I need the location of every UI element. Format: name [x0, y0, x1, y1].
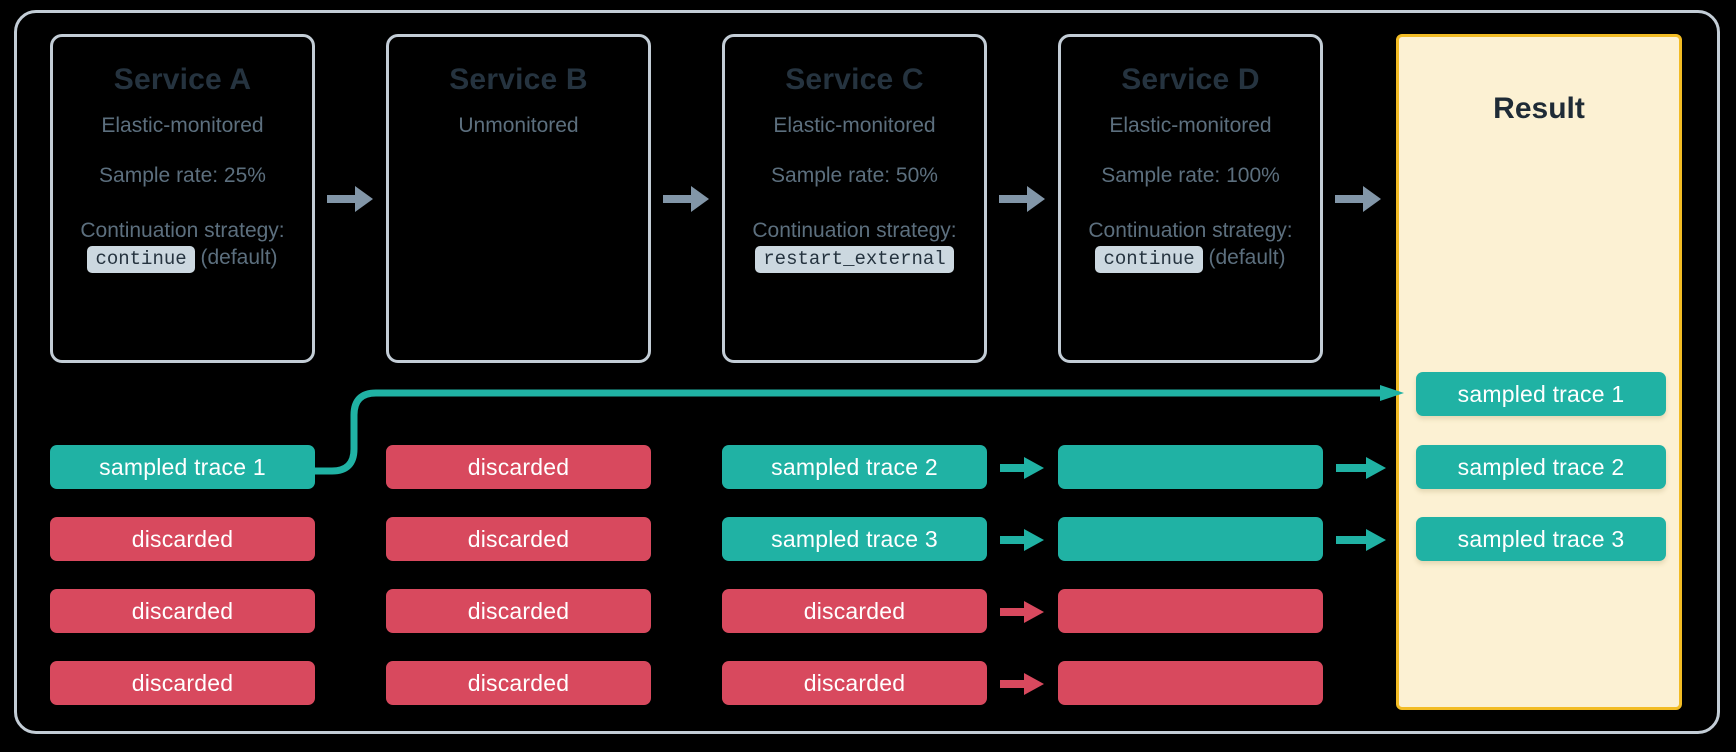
- flow-arrow-a-to-b: [327, 184, 375, 214]
- trace-bar: discarded: [386, 661, 651, 705]
- trace-bar: [1058, 661, 1323, 705]
- trace-arrow-d-to-result: [1336, 456, 1388, 480]
- continuation-strategy-code: restart_external: [755, 245, 954, 274]
- trace-bar: [1058, 445, 1323, 489]
- service-box-b: Service B Unmonitored: [386, 34, 651, 363]
- service-box-d: Service D Elastic-monitored Sample rate:…: [1058, 34, 1323, 363]
- service-continuation-strategy: Continuation strategy: continue (default…: [71, 218, 294, 274]
- continuation-strategy-label: Continuation strategy:: [80, 219, 285, 243]
- service-box-a: Service A Elastic-monitored Sample rate:…: [50, 34, 315, 363]
- continuation-strategy-code: continue: [87, 245, 195, 274]
- trace-label: discarded: [131, 525, 234, 552]
- trace-bar: sampled trace 1: [50, 445, 315, 489]
- service-monitoring: Elastic-monitored: [101, 114, 264, 137]
- result-trace-bar: sampled trace 1: [1416, 372, 1666, 416]
- trace-arrow-c-to-d: [1000, 672, 1046, 696]
- continuation-strategy-code: continue: [1095, 245, 1203, 274]
- sampled-trace-1-connector: [310, 385, 1420, 475]
- diagram-frame: [14, 10, 1720, 734]
- service-sample-rate: Sample rate: 50%: [771, 164, 938, 188]
- trace-bar: discarded: [386, 445, 651, 489]
- trace-arrow-c-to-d: [1000, 456, 1046, 480]
- result-trace-bar: sampled trace 3: [1416, 517, 1666, 561]
- trace-bar: sampled trace 2: [722, 445, 987, 489]
- trace-label: discarded: [467, 669, 570, 696]
- service-title: Service B: [449, 63, 588, 96]
- service-title: Service C: [785, 63, 924, 96]
- trace-label: discarded: [803, 597, 906, 624]
- trace-label: sampled trace 1: [99, 453, 266, 480]
- continuation-strategy-label: Continuation strategy:: [1088, 219, 1293, 243]
- trace-bar: discarded: [722, 661, 987, 705]
- service-title: Service D: [1121, 63, 1260, 96]
- service-continuation-strategy: Continuation strategy: continue (default…: [1079, 218, 1302, 274]
- trace-arrow-d-to-result: [1336, 528, 1388, 552]
- trace-bar: [1058, 517, 1323, 561]
- trace-label: sampled trace 3: [1457, 525, 1625, 552]
- trace-arrow-c-to-d: [1000, 528, 1046, 552]
- service-monitoring: Elastic-monitored: [1109, 114, 1272, 137]
- service-monitoring: Unmonitored: [458, 114, 579, 137]
- trace-label: sampled trace 3: [771, 525, 938, 552]
- trace-bar: sampled trace 3: [722, 517, 987, 561]
- flow-arrow-b-to-c: [663, 184, 711, 214]
- trace-bar: discarded: [386, 589, 651, 633]
- trace-label: discarded: [467, 453, 570, 480]
- flow-arrow-d-to-result: [1335, 184, 1383, 214]
- trace-bar: discarded: [50, 589, 315, 633]
- trace-bar: [1058, 589, 1323, 633]
- trace-label: discarded: [131, 669, 234, 696]
- trace-bar: discarded: [722, 589, 987, 633]
- continuation-strategy-label: Continuation strategy:: [752, 219, 957, 243]
- service-monitoring: Elastic-monitored: [773, 114, 936, 137]
- service-title: Service A: [113, 63, 252, 96]
- continuation-strategy-note: (default): [1208, 245, 1286, 269]
- trace-label: discarded: [131, 597, 234, 624]
- service-sample-rate: Sample rate: 25%: [99, 164, 266, 188]
- service-box-c: Service C Elastic-monitored Sample rate:…: [722, 34, 987, 363]
- continuation-strategy-note: (default): [200, 245, 278, 269]
- trace-label: sampled trace 1: [1457, 380, 1625, 407]
- trace-label: sampled trace 2: [771, 453, 938, 480]
- service-continuation-strategy: Continuation strategy: restart_external: [743, 218, 966, 274]
- trace-label: discarded: [467, 597, 570, 624]
- trace-label: discarded: [467, 525, 570, 552]
- trace-arrow-c-to-d: [1000, 600, 1046, 624]
- service-sample-rate: Sample rate: 100%: [1101, 164, 1280, 188]
- trace-label: sampled trace 2: [1457, 453, 1625, 480]
- trace-bar: discarded: [386, 517, 651, 561]
- trace-bar: discarded: [50, 517, 315, 561]
- result-trace-bar: sampled trace 2: [1416, 445, 1666, 489]
- flow-arrow-c-to-d: [999, 184, 1047, 214]
- result-title: Result: [1493, 92, 1585, 125]
- trace-label: discarded: [803, 669, 906, 696]
- trace-bar: discarded: [50, 661, 315, 705]
